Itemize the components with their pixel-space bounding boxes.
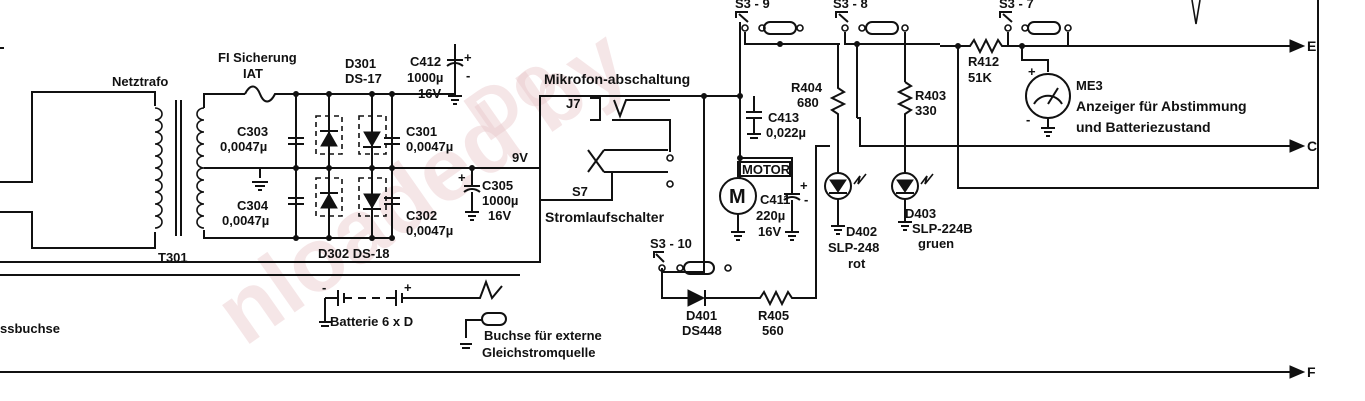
label-c302-value: 0,0047µ <box>406 223 453 238</box>
dc-jack <box>460 312 507 349</box>
label-c412-voltage: 16V <box>418 86 441 101</box>
label-mikrofon: Mikrofon-abschaltung <box>544 71 690 87</box>
label-c411-plus: + <box>800 178 808 193</box>
label-d302-ds18: D302 DS-18 <box>318 246 390 261</box>
label-s7: S7 <box>572 184 588 199</box>
label-c412-plus: + <box>464 50 472 65</box>
label-c302: C302 <box>406 208 437 223</box>
label-batt-minus: - <box>322 280 326 295</box>
label-me3-plus: + <box>1028 64 1036 79</box>
label-buchse-1: Buchse für externe <box>484 328 602 343</box>
pen-mark <box>1191 0 1201 25</box>
label-c411-voltage: 16V <box>758 224 781 239</box>
label-r403-value: 330 <box>915 103 937 118</box>
rail-c <box>857 117 1290 147</box>
meter-me3 <box>1025 73 1071 137</box>
label-s3-8: S3 - 8 <box>833 0 868 11</box>
label-c411-value: 220µ <box>756 208 785 223</box>
label-s3-10: S3 - 10 <box>650 236 692 251</box>
label-c413: C413 <box>768 110 799 125</box>
label-c303-value: 0,0047µ <box>220 139 267 154</box>
label-d402-color: rot <box>848 256 866 271</box>
label-batt-plus: + <box>404 280 412 295</box>
label-r405-value: 560 <box>762 323 784 338</box>
label-anzeiger-2: und Batteriezustand <box>1076 119 1211 135</box>
led-d402 <box>824 172 867 235</box>
label-buchse-2: Gleichstromquelle <box>482 345 595 360</box>
label-j7: J7 <box>566 96 580 111</box>
label-c413-value: 0,022µ <box>766 125 806 140</box>
label-r403: R403 <box>915 88 946 103</box>
label-ssbuchse: ssbuchse <box>0 321 60 336</box>
label-ds17: DS-17 <box>345 71 382 86</box>
led-d403 <box>891 172 934 231</box>
transformer-t301 <box>0 47 294 249</box>
label-out-f: F <box>1307 364 1316 380</box>
label-d403-color: gruen <box>918 236 954 251</box>
label-batterie: Batterie 6 x D <box>330 314 413 329</box>
capacitor-c412 <box>392 44 464 105</box>
label-c305-value: 1000µ <box>482 193 518 208</box>
switch-s3-9 <box>735 11 840 47</box>
label-c303: C303 <box>237 124 268 139</box>
switch-s3-7 <box>999 11 1072 72</box>
label-s3-7: S3 - 7 <box>999 0 1034 11</box>
label-d301: D301 <box>345 56 376 71</box>
label-me3: ME3 <box>1076 78 1103 93</box>
battery <box>319 279 503 327</box>
label-r404-value: 680 <box>797 95 819 110</box>
label-d403: D403 <box>905 206 936 221</box>
label-c411: C411 <box>760 192 790 207</box>
label-me3-minus: - <box>1026 112 1030 127</box>
label-ds448: DS448 <box>682 323 722 338</box>
switch-s3-8 <box>835 11 940 174</box>
label-c412-minus: - <box>466 68 470 83</box>
label-netztrafo: Netztrafo <box>112 74 168 89</box>
label-anzeiger-1: Anzeiger für Abstimmung <box>1076 98 1247 114</box>
label-c305-voltage: 16V <box>488 208 511 223</box>
label-s3-9: S3 - 9 <box>735 0 770 11</box>
label-r412-value: 51K <box>968 70 992 85</box>
label-motor: MOTOR <box>742 162 791 177</box>
switch-s3-10 <box>653 145 830 307</box>
label-c304: C304 <box>237 198 269 213</box>
arrow-f <box>1289 365 1306 379</box>
label-r405: R405 <box>758 308 789 323</box>
label-c301: C301 <box>406 124 437 139</box>
label-d401: D401 <box>686 308 717 323</box>
label-m: M <box>729 186 746 208</box>
label-d403-type: SLP-224B <box>912 221 973 236</box>
resistor-r404 <box>829 44 847 174</box>
label-fuse-rating: IAT <box>243 66 263 81</box>
label-out-c: C <box>1307 138 1317 154</box>
label-c301-value: 0,0047µ <box>406 139 453 154</box>
label-r412: R412 <box>968 54 999 69</box>
label-c305-plus: + <box>458 170 466 185</box>
label-d402-type: SLP-248 <box>828 240 879 255</box>
capacitor-c305 <box>392 165 540 221</box>
label-c411-minus: - <box>804 192 808 207</box>
rail-e <box>940 0 1319 189</box>
rectifier-bridge <box>260 91 400 241</box>
motor-circuit <box>662 22 801 273</box>
fuse-f1 <box>244 85 296 103</box>
label-fi-sicherung: FI Sicherung <box>218 50 297 65</box>
label-r404: R404 <box>791 80 823 95</box>
label-c304-value: 0,0047µ <box>222 213 269 228</box>
label-c412: C412 <box>410 54 441 69</box>
arrow-c <box>1289 139 1306 153</box>
mic-switch-j7 <box>539 95 740 201</box>
label-c305: C305 <box>482 178 513 193</box>
label-out-e: E <box>1307 38 1316 54</box>
label-d402: D402 <box>846 224 877 239</box>
label-stromlaufschalter: Stromlaufschalter <box>545 209 665 225</box>
label-c412-value: 1000µ <box>407 70 443 85</box>
label-9v: 9V <box>512 150 528 165</box>
